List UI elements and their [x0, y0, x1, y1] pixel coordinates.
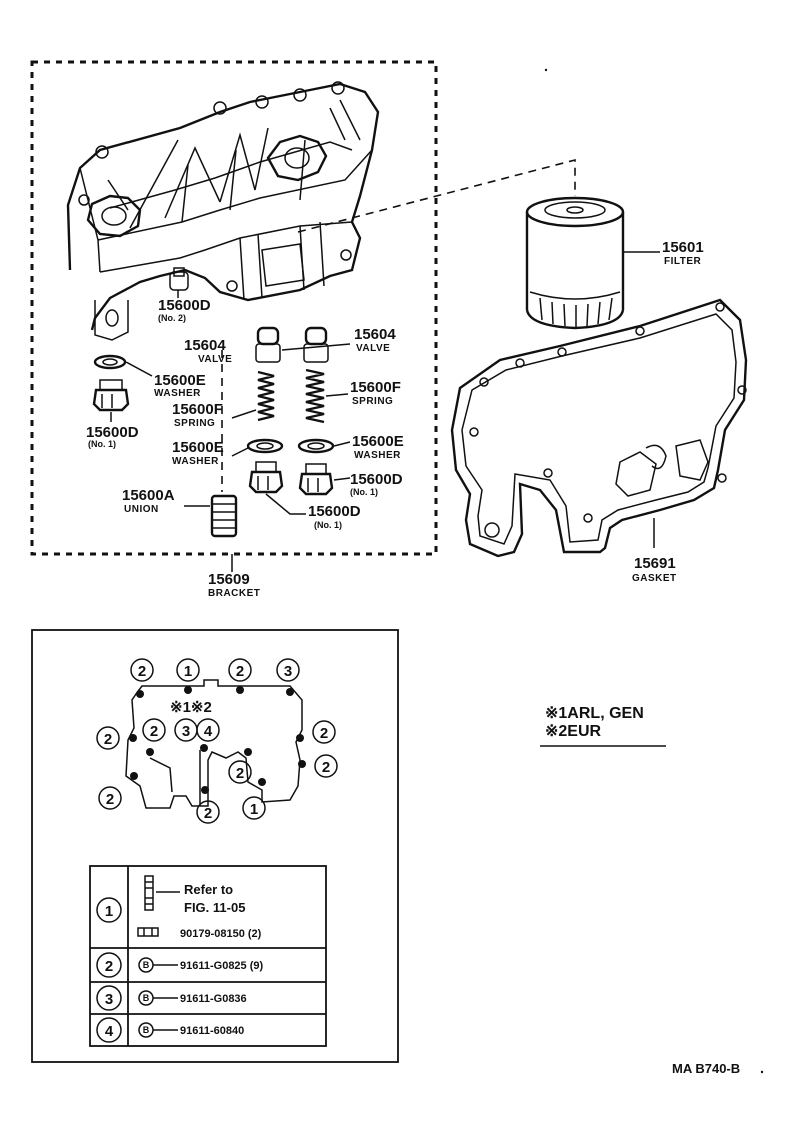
- bolt-circle: 2: [204, 805, 212, 822]
- table-row-1-code: 90179-08150 (2): [180, 928, 262, 940]
- callout-union-label: UNION: [124, 504, 159, 515]
- bolt-circle: 2: [320, 725, 328, 742]
- callout-filter-part: 15601: [662, 239, 704, 256]
- callout-spring-left-label: SPRING: [174, 418, 215, 429]
- washer-left-drawing: [93, 354, 127, 370]
- bolt-circle: 2: [236, 663, 244, 680]
- bracket-assembly-boundary: [30, 60, 438, 556]
- bolt-circle: 3: [182, 723, 190, 740]
- bolt-circle: 1: [250, 801, 258, 818]
- bolt-circle: 2: [150, 723, 158, 740]
- callout-valve-left-part: 15604: [184, 337, 226, 354]
- valve-left-drawing: [255, 326, 281, 363]
- figure-code: MA B740-B: [672, 1061, 740, 1076]
- table-row-1-text-a: Refer to: [184, 882, 233, 897]
- callout-plug-b-part: 15600D: [350, 471, 403, 488]
- plug-left-drawing: [92, 379, 130, 412]
- bolt-circle: 2: [138, 663, 146, 680]
- bolt-map-frame: [31, 629, 399, 1063]
- callout-plug-a-note: (No. 1): [88, 439, 116, 449]
- table-row-2-num: 2: [105, 958, 113, 975]
- washer-mid-drawing: [246, 438, 284, 454]
- stud-bolt-icon: [144, 875, 154, 911]
- callout-bracket-label: BRACKET: [208, 588, 260, 599]
- callout-valve-right-part: 15604: [354, 326, 396, 343]
- bolt-map-star-label: ※1※2: [170, 699, 212, 716]
- bracket-housing-drawing: [66, 81, 380, 341]
- bolt-map-outline: [125, 679, 303, 809]
- table-row-2-code: 91611-G0825 (9): [180, 960, 264, 972]
- callout-spring-right-part: 15600F: [350, 379, 401, 396]
- callout-plug-n2-note: (No. 2): [158, 313, 186, 323]
- callout-washer-c-label: WASHER: [354, 450, 401, 461]
- bolt-circle: 2: [104, 731, 112, 748]
- plug-mid-drawing: [248, 461, 284, 494]
- callout-washer-a-part: 15600E: [154, 372, 206, 389]
- callout-valve-right-label: VALVE: [356, 343, 390, 354]
- table-row-1-num: 1: [105, 903, 113, 920]
- callout-gasket-part: 15691: [634, 555, 676, 572]
- callout-filter-label: FILTER: [664, 256, 702, 267]
- bolt-circle: 2: [236, 765, 244, 782]
- gasket-drawing: [450, 298, 748, 558]
- bolt-circle: 4: [204, 723, 213, 740]
- bolt-icon-glyph: B: [143, 1025, 150, 1035]
- callout-plug-a-part: 15600D: [86, 424, 139, 441]
- stud-nut-icon: [137, 927, 159, 937]
- filter-mounting-line: [297, 158, 576, 233]
- callout-spring-left-part: 15600F: [172, 401, 223, 418]
- callout-plug-c-part: 15600D: [308, 503, 361, 520]
- callout-plug-c-note: (No. 1): [314, 520, 342, 530]
- bolt-icon-glyph: B: [143, 993, 150, 1003]
- union-drawing: [210, 494, 238, 538]
- callout-bracket-part: 15609: [208, 571, 250, 588]
- oil-filter-drawing: [525, 196, 625, 330]
- callout-washer-c-part: 15600E: [352, 433, 404, 450]
- plug-right-drawing: [298, 463, 334, 496]
- bolt-table: 1 Refer to FIG. 11-05 90179-08150 (2) 2 …: [89, 865, 327, 1047]
- bolt-icon-glyph: B: [143, 960, 150, 970]
- callout-washer-b-part: 15600E: [172, 439, 224, 456]
- washer-right-drawing: [297, 438, 335, 454]
- callout-washer-a-label: WASHER: [154, 388, 201, 399]
- table-row-3-code: 91611-G0836: [180, 993, 247, 1005]
- legend-line-1: ※1ARL, GEN: [545, 705, 644, 722]
- callout-plug-b-note: (No. 1): [350, 487, 378, 497]
- callout-washer-b-label: WASHER: [172, 456, 219, 467]
- table-row-4-num: 4: [105, 1023, 114, 1040]
- table-row-1-text-b: FIG. 11-05: [184, 900, 245, 915]
- callout-plug-n2-part: 15600D: [158, 297, 211, 314]
- bolt-circle: 3: [284, 663, 292, 680]
- plug-no2-drawing: [169, 267, 189, 291]
- bolt-circle: 2: [106, 791, 114, 808]
- callout-valve-left-label: VALVE: [198, 354, 232, 365]
- callout-gasket-label: GASKET: [632, 573, 677, 584]
- bolt-circle: 1: [184, 663, 192, 680]
- spring-right-drawing: [305, 368, 325, 424]
- spring-left-drawing: [257, 370, 275, 422]
- table-row-3-num: 3: [105, 991, 113, 1008]
- valve-right-drawing: [303, 326, 329, 363]
- callout-union-part: 15600A: [122, 487, 175, 504]
- callout-spring-right-label: SPRING: [352, 396, 393, 407]
- table-row-4-code: 91611-60840: [180, 1025, 244, 1037]
- bolt-map-dots: [129, 686, 306, 794]
- bolt-circle: 2: [322, 759, 330, 776]
- legend-line-2: ※2EUR: [545, 723, 602, 740]
- bolt-map-circles: 2 1 2 3 2 2 3 4 2 2 2 2 2 1 2: [96, 658, 338, 824]
